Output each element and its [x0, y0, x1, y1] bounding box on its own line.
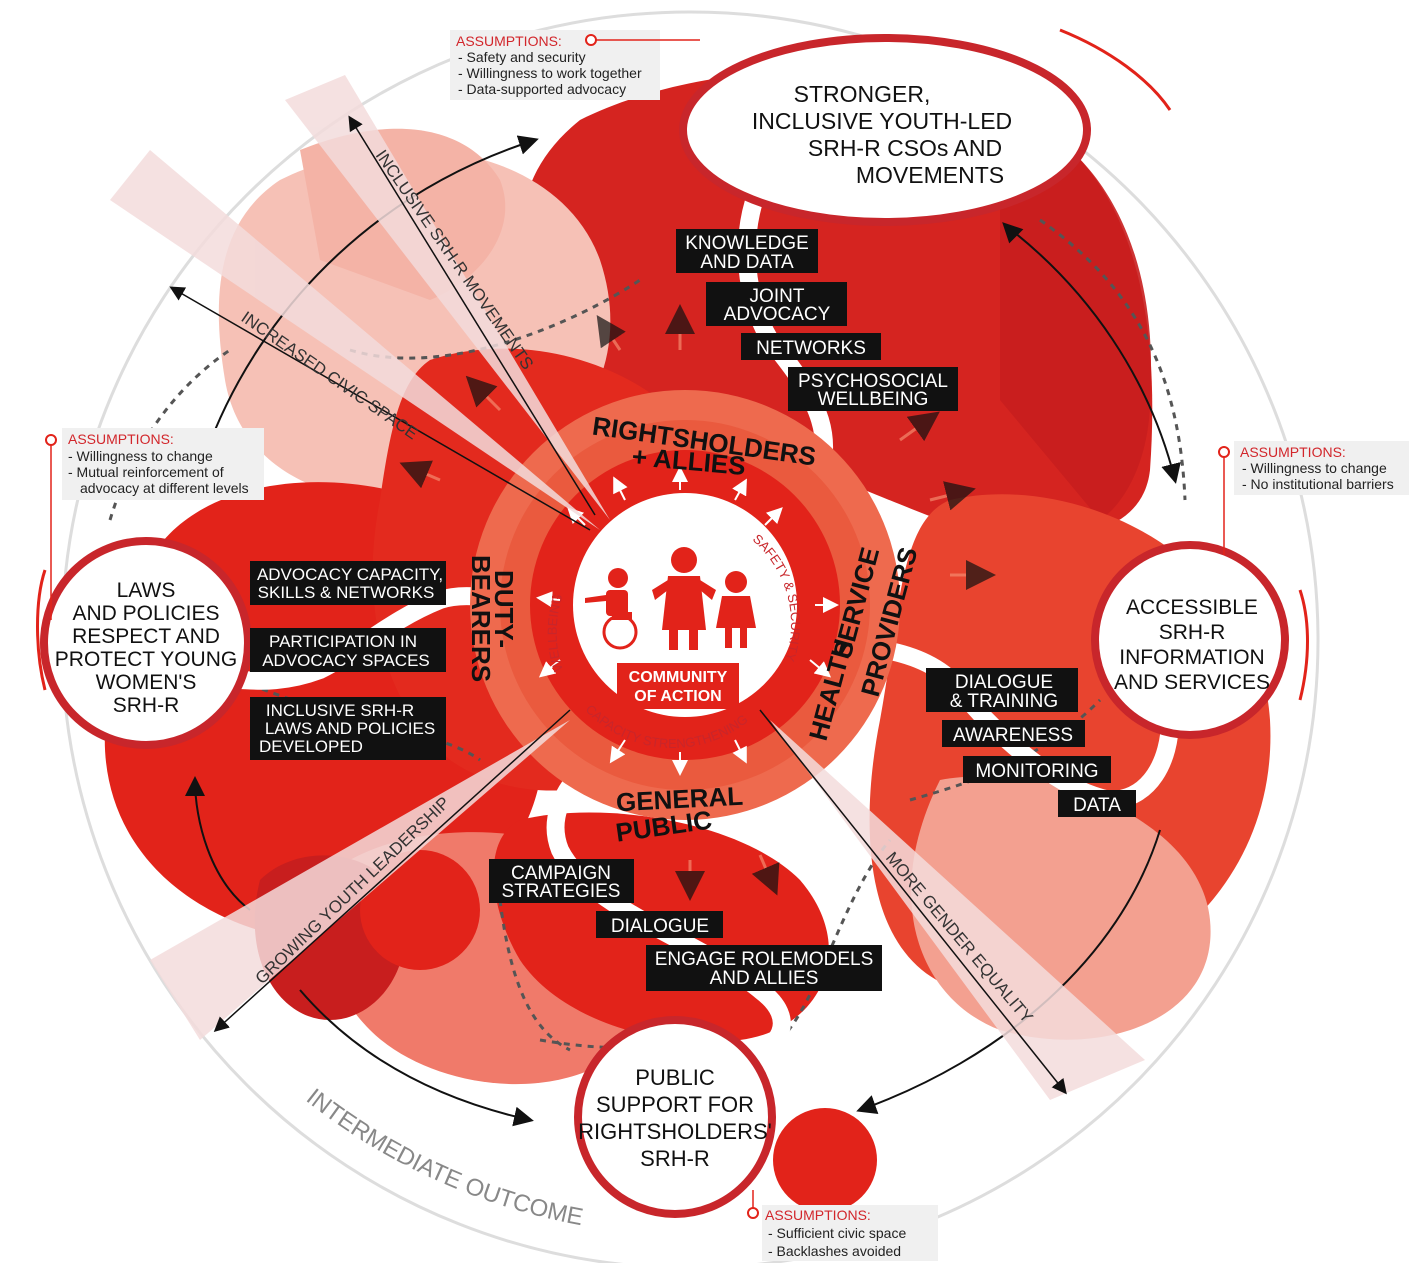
assumption-item: - Willingness to change [1242, 460, 1387, 476]
strategy-label: DIALOGUE [955, 672, 1053, 693]
strategy-label: AND DATA [700, 252, 794, 273]
outcome-public-line: SRH-R [640, 1146, 710, 1171]
strategy-label: WELLBEING [818, 389, 929, 410]
strategy-label: & TRAINING [950, 691, 1058, 712]
community-of-action-line1: COMMUNITY [629, 669, 728, 686]
strategy-label: AND ALLIES [710, 968, 819, 989]
assumption-item: advocacy at different levels [80, 480, 249, 496]
outcome-public-line: RIGHTSHOLDERS' [578, 1119, 772, 1144]
assumptions-heading: ASSUMPTIONS: [1240, 444, 1346, 460]
strategy-label: DIALOGUE [611, 916, 709, 937]
strategy-label: PSYCHOSOCIAL [798, 371, 948, 392]
outcome-services-line: SRH-R [1159, 621, 1226, 644]
strategy-label: LAWS AND POLICIES [265, 719, 435, 738]
ring-arrows [536, 466, 839, 776]
outcome-laws-line: WOMEN'S [96, 671, 197, 694]
assumptions-heading: ASSUMPTIONS: [456, 33, 562, 49]
outcome-laws-line: SRH-R [113, 694, 180, 717]
outcome-public-line: PUBLIC [635, 1065, 715, 1090]
outcome-cso-line: INCLUSIVE YOUTH-LED [752, 108, 1012, 134]
assumption-item: - No institutional barriers [1242, 476, 1394, 492]
outcome-laws-line: PROTECT YOUNG [55, 648, 237, 671]
outcome-laws-circle [40, 537, 252, 749]
outcome-laws-line: LAWS [117, 579, 176, 602]
outcome-laws-line: AND POLICIES [72, 602, 219, 625]
strategies-cso: KNOWLEDGE AND DATA JOINT ADVOCACY NETWOR… [676, 229, 958, 411]
assumption-item: - Backlashes avoided [768, 1243, 901, 1259]
assumptions-cso: ASSUMPTIONS: - Safety and security - Wil… [450, 30, 700, 100]
assumptions-public: ASSUMPTIONS: - Sufficient civic space - … [747, 1190, 938, 1261]
pathway-lines [169, 115, 1067, 1095]
assumption-item: - Sufficient civic space [768, 1225, 906, 1241]
outcome-laws-line: RESPECT AND [72, 625, 220, 648]
strategy-label: ADVOCACY CAPACITY, [257, 565, 443, 584]
strategy-label: KNOWLEDGE [685, 233, 809, 254]
strategy-label: STRATEGIES [502, 881, 621, 902]
outcome-public-circle [574, 1016, 776, 1218]
outcome-cso-ellipse [679, 34, 1091, 226]
assumptions-heading: ASSUMPTIONS: [765, 1207, 871, 1223]
outcome-cso-line: MOVEMENTS [856, 162, 1004, 188]
strategies-services: DIALOGUE & TRAINING AWARENESS MONITORING… [926, 668, 1136, 817]
community-of-action-line2: OF ACTION [634, 688, 721, 705]
strategy-label: PARTICIPATION IN [269, 632, 417, 651]
outcome-public-line: SUPPORT FOR [596, 1092, 754, 1117]
outcome-services-circle [1091, 541, 1289, 739]
strategy-label: NETWORKS [756, 338, 866, 359]
outcome-cso-text: STRONGER, INCLUSIVE YOUTH-LED SRH-R CSOs… [752, 81, 1012, 188]
community-people-icon [585, 547, 756, 650]
outcome-cso-line: STRONGER, [794, 81, 931, 107]
strategy-label: ENGAGE ROLEMODELS [655, 949, 874, 970]
outcome-public-text: PUBLIC SUPPORT FOR RIGHTSHOLDERS' SRH-R [578, 1065, 772, 1171]
strategy-label: AWARENESS [953, 725, 1073, 746]
strategy-label: INCLUSIVE SRH-R [266, 701, 414, 720]
strategy-label: MONITORING [975, 761, 1098, 782]
assumption-item: - Mutual reinforcement of [68, 464, 224, 480]
red-edge-arcs [36, 28, 1309, 701]
assumption-item: - Safety and security [458, 49, 586, 65]
background-arrows [399, 304, 996, 901]
outcome-laws-text: LAWS AND POLICIES RESPECT AND PROTECT YO… [55, 579, 237, 717]
strategy-label: ADVOCACY [724, 304, 831, 325]
duty-label-line2: BEARERS [466, 555, 496, 682]
outcome-cso-line: SRH-R CSOs AND [808, 135, 1002, 161]
strategy-label: DEVELOPED [259, 737, 363, 756]
assumption-item: - Willingness to work together [458, 65, 642, 81]
assumption-item: - Willingness to change [68, 448, 213, 464]
strategy-label: JOINT [750, 286, 805, 307]
community-of-action-box [617, 663, 739, 709]
assumptions-laws: ASSUMPTIONS: - Willingness to change - M… [45, 428, 264, 620]
outcome-services-line: AND SERVICES [1114, 671, 1270, 694]
outcome-services-line: ACCESSIBLE [1126, 596, 1258, 619]
duty-label-line1: DUTY- [489, 570, 519, 648]
inner-ring-wellbeing-label: WELLBEING [545, 592, 566, 673]
assumptions-heading: ASSUMPTIONS: [68, 431, 174, 447]
strategy-label: SKILLS & NETWORKS [258, 583, 435, 602]
assumptions-services: ASSUMPTIONS: - Willingness to change - N… [1218, 441, 1409, 555]
strategies-public: CAMPAIGN STRATEGIES DIALOGUE ENGAGE ROLE… [489, 859, 882, 991]
assumption-item: - Data-supported advocacy [458, 81, 626, 97]
public-label-line1: GENERAL [615, 781, 744, 818]
outcome-services-text: ACCESSIBLE SRH-R INFORMATION AND SERVICE… [1114, 596, 1270, 694]
strategy-label: ADVOCACY SPACES [262, 651, 430, 670]
strategy-label: CAMPAIGN [511, 863, 611, 884]
strategies-laws: ADVOCACY CAPACITY, SKILLS & NETWORKS PAR… [250, 561, 446, 760]
strategy-label: DATA [1073, 795, 1121, 816]
outcome-services-line: INFORMATION [1119, 646, 1264, 669]
